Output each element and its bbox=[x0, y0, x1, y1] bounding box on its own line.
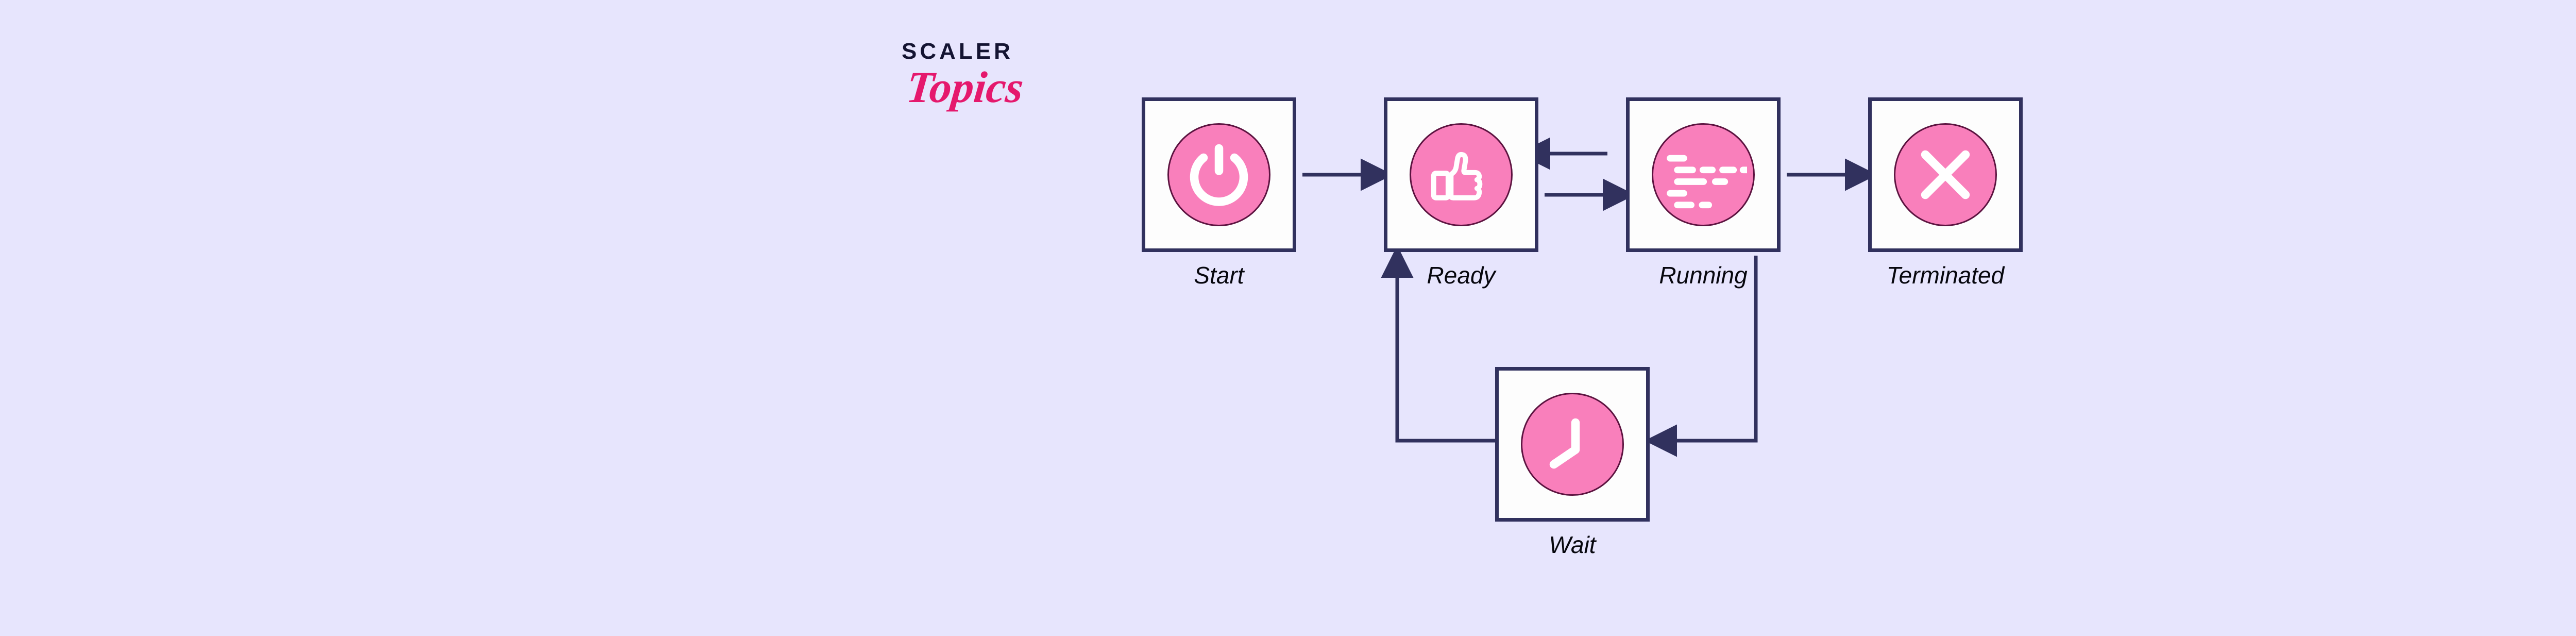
code-lines-icon bbox=[1667, 155, 1747, 209]
node-wait[interactable]: Wait bbox=[1495, 367, 1650, 558]
power-icon bbox=[1190, 144, 1248, 206]
node-terminated-box bbox=[1868, 97, 2023, 252]
logo-scaler-text: SCALER bbox=[902, 39, 1013, 64]
node-ready-box bbox=[1384, 97, 1538, 252]
node-ready-label: Ready bbox=[1427, 262, 1496, 289]
clock-icon bbox=[1549, 418, 1580, 469]
node-terminated[interactable]: Terminated bbox=[1868, 97, 2023, 289]
node-wait-box bbox=[1495, 367, 1650, 522]
close-x-icon bbox=[1921, 150, 1970, 199]
node-ready-circle bbox=[1410, 123, 1513, 226]
node-running-label: Running bbox=[1659, 262, 1748, 289]
edge-wait-to-ready bbox=[1381, 245, 1495, 443]
logo-topics-text: Topics bbox=[904, 62, 1026, 112]
node-ready[interactable]: Ready bbox=[1384, 97, 1538, 289]
node-terminated-label: Terminated bbox=[1886, 262, 2005, 289]
scaler-topics-logo: SCALER Topics bbox=[902, 40, 1056, 138]
thumbs-up-icon bbox=[1431, 152, 1483, 200]
node-running-box bbox=[1626, 97, 1781, 252]
node-running-circle bbox=[1652, 123, 1755, 226]
node-start-box bbox=[1142, 97, 1296, 252]
node-start-label: Start bbox=[1194, 262, 1244, 289]
node-wait-label: Wait bbox=[1549, 531, 1596, 558]
node-terminated-circle bbox=[1894, 123, 1997, 226]
node-wait-circle bbox=[1521, 393, 1624, 496]
node-start[interactable]: Start bbox=[1142, 97, 1296, 289]
node-running[interactable]: Running bbox=[1626, 97, 1781, 289]
node-start-circle bbox=[1167, 123, 1270, 226]
